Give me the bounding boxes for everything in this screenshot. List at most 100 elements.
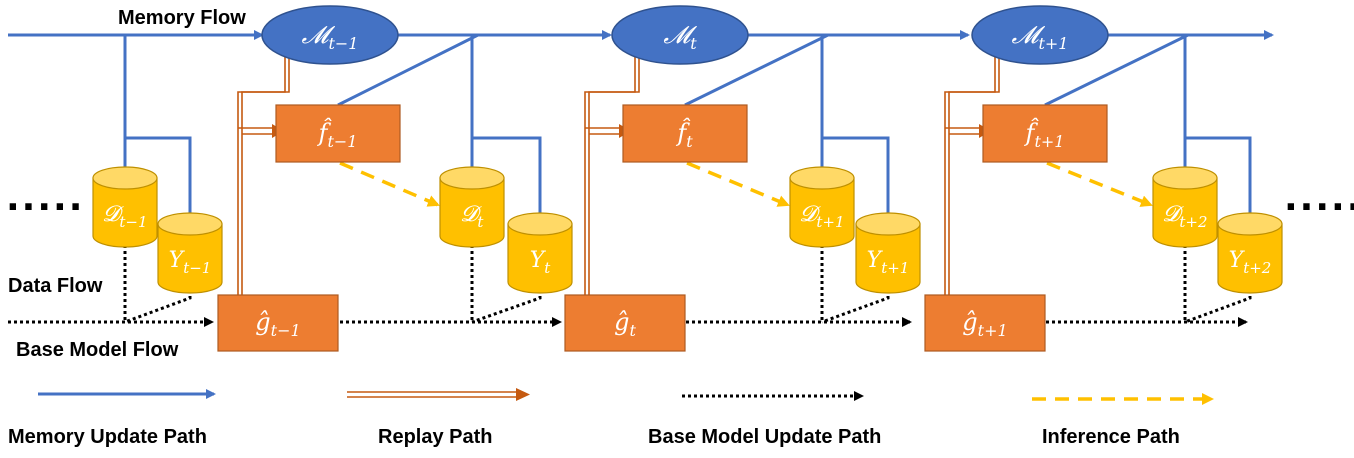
label-cylinder-0-body xyxy=(157,223,223,294)
memory-update-line xyxy=(822,136,890,215)
g-box-label-1-subscript: t xyxy=(629,321,636,340)
replay-path-line xyxy=(948,55,1000,295)
legend: Memory Update Path Replay Path Base Mode… xyxy=(8,388,1214,448)
dataset-cylinder-2-label-subscript: t+1 xyxy=(816,213,844,231)
dataset-cylinder-3-top xyxy=(1152,166,1218,190)
right-ellipsis: ..... xyxy=(1284,178,1354,219)
inference-path-line xyxy=(1046,161,1153,207)
g-box-label-2: ĝt+1 xyxy=(962,308,1007,340)
label-cylinder-1: Yt xyxy=(507,212,573,294)
g-box-label-0: ĝt−1 xyxy=(255,308,300,340)
label-cylinder-3-label-base: Y xyxy=(1229,248,1246,273)
replay-path-line xyxy=(237,55,286,295)
g-box-label-0-subscript: t−1 xyxy=(271,321,301,340)
memory-node-2 xyxy=(971,5,1109,65)
label-cylinder-3-top xyxy=(1217,212,1283,236)
base-model-f-box-0 xyxy=(275,104,401,163)
diagram-nodes: 𝓓t−1Yt−1𝓓tYt𝓓t+1Yt+1𝓓t+2Yt+2𝓜t−1f̂t−1ĝt−… xyxy=(92,5,1283,352)
g-box-label-0-base: ĝ xyxy=(255,308,270,336)
base-model-f-box-2 xyxy=(982,104,1108,163)
base-model-update-line xyxy=(471,290,542,324)
label-cylinder-3: Yt+2 xyxy=(1217,212,1283,294)
replay-path-line xyxy=(241,55,290,295)
memory-node-label-0-subscript: t−1 xyxy=(328,34,358,53)
f-box-label-1-subscript: t xyxy=(686,132,693,151)
memory-node-label-2-subscript: t+1 xyxy=(1038,34,1068,53)
legend-inference-label: Inference Path xyxy=(1042,426,1180,448)
label-cylinder-1-label: Yt xyxy=(530,248,552,277)
label-cylinder-1-body xyxy=(507,223,573,294)
label-cylinder-2-label-base: Y xyxy=(867,248,884,273)
label-cylinder-1-label-subscript: t xyxy=(544,259,551,277)
memory-update-line xyxy=(337,33,479,107)
base-model-flow-label: Base Model Flow xyxy=(16,339,179,361)
label-cylinder-2-label-subscript: t+1 xyxy=(881,259,909,277)
dataset-cylinder-2-label-base: 𝓓 xyxy=(799,202,821,227)
memory-flow-label: Memory Flow xyxy=(118,7,246,29)
replay-path-line xyxy=(944,55,996,295)
memory-update-line xyxy=(1185,136,1252,215)
dataset-cylinder-3: 𝓓t+2 xyxy=(1152,166,1218,248)
dataset-cylinder-0-label: 𝓓t−1 xyxy=(102,202,147,231)
memory-node-1 xyxy=(611,5,749,65)
g-box-label-2-subscript: t+1 xyxy=(978,321,1008,340)
base-model-g-box-1 xyxy=(564,294,686,352)
dataset-cylinder-2-top xyxy=(789,166,855,190)
f-box-label-0-subscript: t−1 xyxy=(327,132,357,151)
label-cylinder-0-label: Yt−1 xyxy=(169,248,212,277)
dataset-cylinder-2: 𝓓t+1 xyxy=(789,166,855,248)
memory-update-line xyxy=(472,136,542,215)
memory-node-label-1-subscript: t xyxy=(690,34,697,53)
base-model-update-line xyxy=(821,290,890,324)
inference-path-line xyxy=(339,161,440,207)
memory-update-line xyxy=(684,33,829,107)
base-model-update-line xyxy=(1184,290,1252,324)
dataset-cylinder-3-label: 𝓓t+2 xyxy=(1162,202,1207,231)
dataset-cylinder-2-label: 𝓓t+1 xyxy=(799,202,844,231)
g-box-label-1: ĝt xyxy=(614,308,636,340)
dataset-cylinder-1: 𝓓t xyxy=(439,166,505,248)
g-box-label-2-base: ĝ xyxy=(962,308,977,336)
data-flow-label: Data Flow xyxy=(8,275,103,297)
dataset-cylinder-3-label-subscript: t+2 xyxy=(1179,213,1207,231)
dataset-cylinder-0-label-base: 𝓓 xyxy=(102,202,124,227)
dataset-cylinder-1-label-base: 𝓓 xyxy=(461,202,483,227)
g-box-label-1-base: ĝ xyxy=(614,308,629,336)
f-box-label-2-subscript: t+1 xyxy=(1034,132,1064,151)
left-ellipsis: ..... xyxy=(6,178,84,219)
memory-update-line xyxy=(125,136,192,215)
label-cylinder-0-label-subscript: t−1 xyxy=(183,259,211,277)
label-cylinder-3-label: Yt+2 xyxy=(1229,248,1272,277)
memory-update-line xyxy=(1044,33,1189,107)
base-model-g-box-2 xyxy=(924,294,1046,352)
base-model-update-line xyxy=(124,290,192,324)
base-model-f-box-1 xyxy=(622,104,748,163)
label-cylinder-1-label-base: Y xyxy=(530,248,547,273)
dataset-cylinder-3-body xyxy=(1152,177,1218,248)
dataset-cylinder-2-body xyxy=(789,177,855,248)
label-cylinder-3-label-subscript: t+2 xyxy=(1243,259,1271,277)
dataset-cylinder-1-label-subscript: t xyxy=(477,213,484,231)
legend-replay-line xyxy=(347,388,530,401)
dataset-cylinder-1-label: 𝓓t xyxy=(461,202,485,231)
replay-path-line xyxy=(584,55,636,295)
label-cylinder-0-top xyxy=(157,212,223,236)
label-cylinder-0: Yt−1 xyxy=(157,212,223,294)
memory-node-0 xyxy=(261,5,399,65)
dataset-cylinder-1-top xyxy=(439,166,505,190)
dataset-cylinder-0-body xyxy=(92,177,158,248)
base-model-g-box-0 xyxy=(217,294,339,352)
replay-path-line xyxy=(588,55,640,295)
label-cylinder-3-body xyxy=(1217,223,1283,294)
label-cylinder-2: Yt+1 xyxy=(855,212,921,294)
label-cylinder-2-body xyxy=(855,223,921,294)
dataset-cylinder-0-top xyxy=(92,166,158,190)
legend-replay-label: Replay Path xyxy=(378,426,492,448)
label-cylinder-2-top xyxy=(855,212,921,236)
dataset-cylinder-1-body xyxy=(439,177,505,248)
dataset-cylinder-0: 𝓓t−1 xyxy=(92,166,158,248)
dataset-cylinder-0-label-subscript: t−1 xyxy=(119,213,147,231)
label-cylinder-0-label-base: Y xyxy=(169,248,186,273)
dataset-cylinder-3-label-base: 𝓓 xyxy=(1162,202,1184,227)
